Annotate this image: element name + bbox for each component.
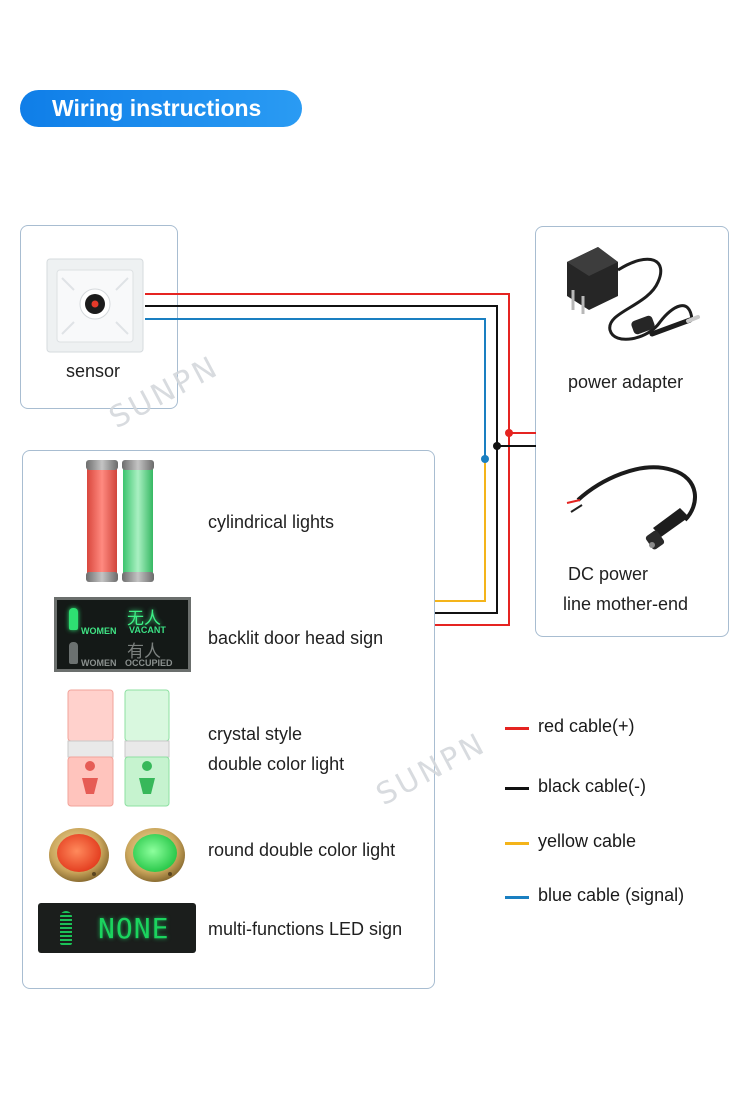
legend-blue-text: blue cable (signal)	[538, 885, 685, 905]
door-sign-top-chars: 无人	[127, 609, 161, 629]
section-title: Wiring instructions	[20, 90, 302, 127]
door-sign-bottom-word: WOMEN	[81, 658, 117, 668]
legend-yellow-text: yellow cable	[538, 831, 637, 851]
black-junction-dot	[493, 442, 501, 450]
door-sign-top-word: WOMEN	[81, 626, 117, 636]
door-sign-label: backlit door head sign	[208, 628, 384, 648]
round-light-label: round double color light	[208, 840, 396, 860]
legend-black-swatch	[505, 787, 529, 790]
blue-junction-dot	[481, 455, 489, 463]
dc-power-label-line1: DC power	[568, 564, 649, 584]
led-sign-label: multi-functions LED sign	[208, 919, 403, 939]
legend-blue-swatch	[505, 896, 529, 899]
door-sign-top-status: VACANT	[129, 625, 166, 635]
woman-figure-icon	[69, 608, 78, 630]
black-cable-wire	[145, 305, 498, 614]
yellow-cable-wire	[435, 459, 486, 602]
cylindrical-lights-image	[86, 460, 154, 582]
dc-power-label-line2: line mother-end	[563, 594, 689, 614]
woman-figure-led-icon	[60, 911, 72, 945]
sensor-image	[46, 258, 144, 353]
crystal-light-label-line1: crystal style	[208, 724, 303, 744]
blue-cable-wire	[145, 318, 486, 459]
dc-power-line-image	[566, 465, 697, 550]
crystal-light-label-line2: double color light	[208, 754, 345, 774]
legend-black-text: black cable(-)	[538, 776, 647, 796]
door-head-sign: WOMEN 无人 VACANT WOMEN 有人 OCCUPIED	[54, 597, 191, 672]
legend-yellow-swatch	[505, 842, 529, 845]
round-lights-image	[49, 828, 185, 882]
led-sign: NONE	[38, 903, 196, 953]
legend-red-swatch	[505, 727, 529, 730]
led-sign-text: NONE	[98, 912, 170, 945]
red-junction-dot	[505, 429, 513, 437]
cylindrical-lights-label: cylindrical lights	[208, 512, 335, 532]
legend-red-text: red cable(+)	[538, 716, 635, 736]
red-cable-wire	[145, 293, 510, 626]
sensor-label: sensor	[66, 361, 121, 381]
power-adapter-label: power adapter	[568, 372, 684, 392]
sensor-panel	[20, 225, 178, 409]
door-sign-bottom-status: OCCUPIED	[125, 658, 173, 668]
crystal-lights-image	[67, 689, 170, 807]
door-sign-bottom-chars: 有人	[127, 642, 161, 662]
power-adapter-image	[567, 247, 700, 341]
woman-figure-dim-icon	[69, 642, 78, 664]
